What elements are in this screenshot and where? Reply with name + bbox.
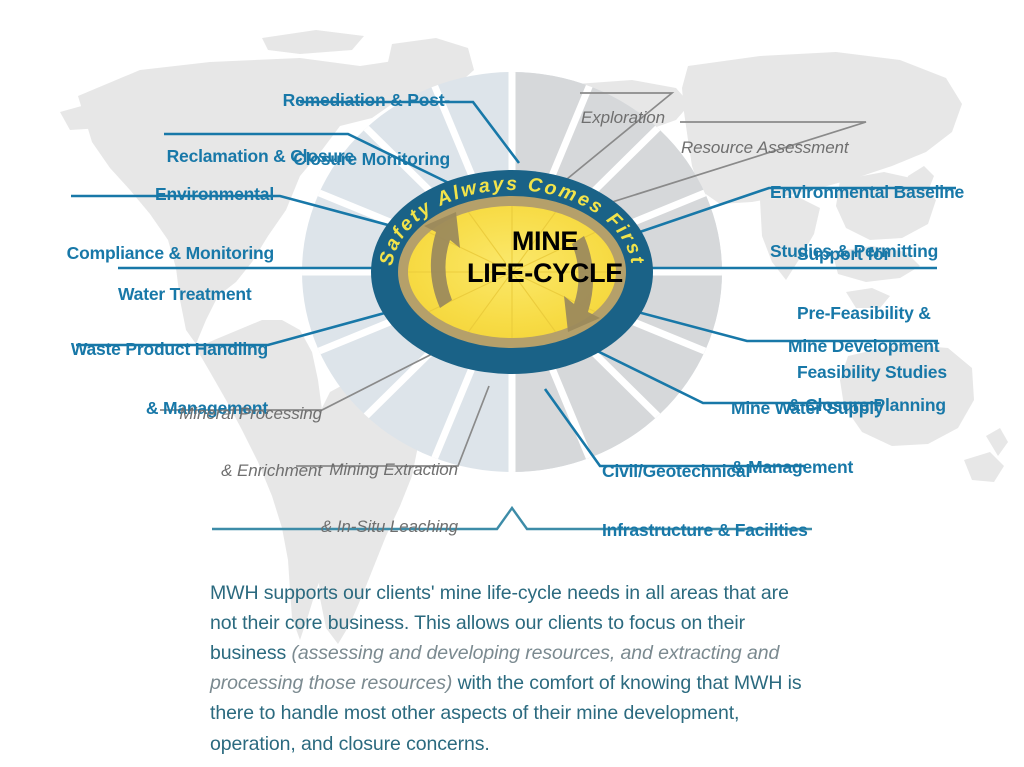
label-line: Support for (797, 244, 891, 265)
leader-lines-gray-right (566, 92, 867, 204)
label-remediation-post-closure-monitoring[interactable]: Remediation & Post- Closure Monitoring (170, 52, 451, 209)
cycle-arrow-icon (424, 212, 600, 332)
label-civil-geotechnical-infrastructure-facilities[interactable]: Civil/Geotechnical Infrastructure & Faci… (602, 423, 852, 580)
label-line: Waste Product Handling (70, 339, 268, 360)
label-line: Exploration (581, 108, 665, 128)
label-line: Environmental (155, 184, 274, 205)
label-line: Pre-Feasibility & (797, 302, 931, 323)
caption-bracket (212, 505, 812, 531)
label-line: Infrastructure & Facilities (602, 519, 808, 540)
caption-part2: with the comfort of knowing that MWH is … (210, 672, 802, 755)
label-line: Mine Development (788, 336, 940, 357)
caption-paragraph: MWH supports our clients' mine life-cycl… (210, 578, 810, 759)
label-line: & Management (145, 397, 268, 418)
label-line: Mineral Processing (179, 404, 322, 424)
label-environmental-baseline-studies-permitting[interactable]: Environmental Baseline Studies & Permitt… (770, 144, 1020, 301)
label-line: Reclamation & Closure (166, 146, 355, 167)
label-line: Studies & Permitting (770, 240, 939, 261)
label-exploration[interactable]: Exploration (581, 70, 781, 165)
leader-lines-blue-left (71, 100, 521, 347)
label-line: Compliance & Monitoring (66, 242, 275, 263)
label-line: & In-Situ Leaching (320, 517, 458, 537)
label-mining-extraction-in-situ-leaching[interactable]: Mining Extraction & In-Situ Leaching (248, 422, 458, 574)
label-line: Water Treatment (118, 284, 252, 305)
label-line: & Management (731, 456, 854, 477)
center-title: MINE LIFE-CYCLE (455, 226, 635, 289)
label-environmental-compliance-monitoring[interactable]: Environmental Compliance & Monitoring (34, 146, 275, 303)
center-title-line1: MINE (511, 226, 579, 256)
caption-italic-clause: (assessing and developing resources, and… (210, 641, 780, 695)
label-water-treatment[interactable]: Water Treatment (118, 246, 358, 344)
label-waste-product-handling-management[interactable]: Waste Product Handling & Management (42, 301, 268, 458)
label-line: Closure Monitoring (293, 148, 450, 169)
label-line: Resource Assessment (681, 138, 849, 158)
leader-lines-blue-right (543, 186, 956, 468)
label-line: Mining Extraction (329, 460, 458, 480)
label-support-pre-feasibility-feasibility-studies[interactable]: Support for Pre-Feasibility & Feasibilit… (797, 206, 1024, 422)
label-resource-assessment[interactable]: Resource Assessment (681, 100, 911, 195)
label-line: & Closure Planning (788, 394, 946, 415)
mine-life-cycle-emblem: Safety Always Comes First (371, 170, 653, 374)
label-line: & Enrichment (221, 461, 322, 481)
label-line: Mine Water Supply (731, 398, 884, 419)
center-title-line2: LIFE-CYCLE (467, 257, 623, 288)
label-mine-development-closure-planning[interactable]: Mine Development & Closure Planning (788, 298, 1024, 455)
label-line: Feasibility Studies (797, 361, 947, 382)
label-line: Environmental Baseline (770, 182, 964, 203)
label-line: Remediation & Post- (282, 90, 451, 111)
leader-lines-gray-left (160, 351, 490, 467)
label-reclamation-closure[interactable]: Reclamation & Closure (124, 108, 355, 206)
label-line: Civil/Geotechnical (602, 461, 751, 482)
label-mineral-processing-enrichment[interactable]: Mineral Processing & Enrichment (110, 366, 322, 518)
label-mine-water-supply-management[interactable]: Mine Water Supply & Management (731, 360, 971, 517)
caption-part1: MWH supports our clients' mine life-cycl… (210, 581, 789, 664)
